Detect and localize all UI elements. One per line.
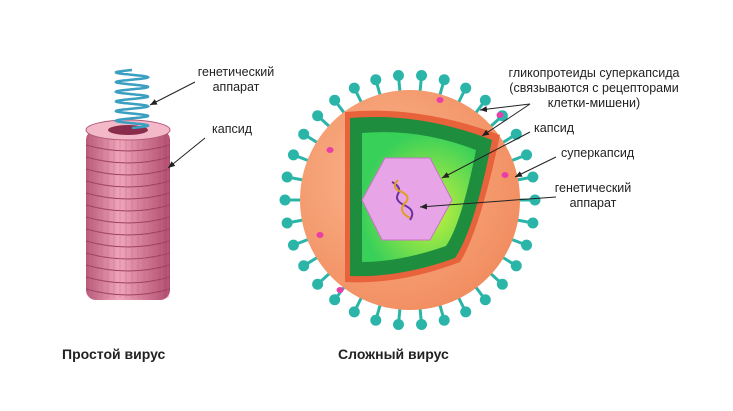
capsid-ring [85,264,171,272]
envelope-protein [316,232,324,238]
envelope-protein [501,172,509,178]
label-genetic-complex: генетический аппарат [553,181,633,211]
label-line: аппарат [569,196,617,210]
envelope-protein [326,147,334,153]
capsid-ring [85,216,171,224]
pointer-arrows [149,81,557,210]
capsid-cylinder [86,130,170,300]
envelope-protein [496,112,504,118]
capsid-ring [85,144,171,152]
label-line: гликопротеиды суперкапсида [508,66,680,80]
label-capsid-simple: капсид [212,122,252,136]
label-line: клетки-мишени) [547,96,641,110]
label-supercapsid: суперкапсид [561,146,635,160]
capsid-ring [85,156,171,164]
capsid-ring [85,288,171,296]
capsid-ring [85,204,171,212]
label-line: аппарат [212,80,260,94]
capsid-ring [85,192,171,200]
capsid-ring [85,252,171,260]
capsid-ring [85,228,171,236]
capsid-ring [85,168,171,176]
capsid-rings [85,135,171,298]
label-glycoproteins: гликопротеиды суперкапсида (связываются … [484,66,704,111]
label-line: (связываются с рецепторами [509,81,679,95]
complex-virus-illustration [279,70,541,330]
label-line: генетический [554,181,632,195]
genetic-spiral [114,68,150,130]
label-capsid-complex: капсид [534,121,574,135]
label-genetic-simple: генетический аппарат [196,65,276,95]
dna-helix [391,181,414,221]
capsid-ring [85,240,171,248]
capsid-ring [85,276,171,284]
envelope-protein [436,97,444,103]
caption-simple-virus: Простой вирус [62,346,166,362]
envelope-protein [336,287,344,293]
caption-complex-virus: Сложный вирус [338,346,449,362]
label-line: генетический [197,65,275,79]
simple-virus-illustration [85,68,171,300]
capsid-ring [85,180,171,188]
